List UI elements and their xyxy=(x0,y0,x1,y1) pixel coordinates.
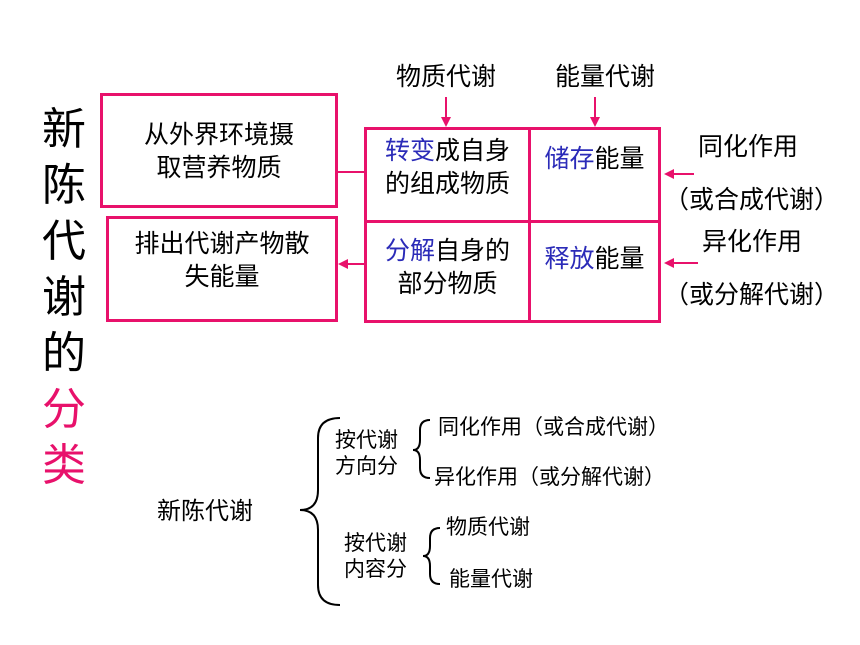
title-char: 类 xyxy=(42,440,86,491)
title-char: 代 xyxy=(42,216,86,267)
grid-vertical-divider xyxy=(528,127,531,323)
word-transform: 转变 xyxy=(384,136,435,165)
title-char: 陈 xyxy=(42,160,86,211)
word-release: 释放 xyxy=(544,244,595,273)
cell-transform-line2: 的组成物质 xyxy=(384,169,510,198)
brace-branch1 xyxy=(412,419,431,479)
branch1-label-line1: 按代谢 xyxy=(335,428,398,452)
cell-release-energy: 释放能量 xyxy=(531,242,658,275)
metabolism-grid xyxy=(364,127,661,323)
cell-transform-text: 成自身 xyxy=(435,136,511,165)
word-store: 储存 xyxy=(544,144,595,173)
title-char: 谢 xyxy=(42,272,86,323)
branch1-item2: 异化作用（或分解代谢） xyxy=(434,465,665,489)
branch1-label-line2: 方向分 xyxy=(335,454,398,478)
tree-root: 新陈代谢 xyxy=(157,497,253,525)
cell-transform: 转变成自身 的组成物质 xyxy=(367,134,528,200)
intake-line1: 从外界环境摄 xyxy=(143,120,294,149)
brace-branch2 xyxy=(422,527,441,585)
label-assimilation: 同化作用 xyxy=(698,132,799,161)
branch1-label: 按代谢 方向分 xyxy=(335,427,398,479)
intake-line2: 取营养物质 xyxy=(156,153,282,182)
cell-decompose: 分解自身的 部分物质 xyxy=(367,234,528,300)
title-char: 新 xyxy=(42,104,86,155)
vertical-title: 新 陈 代 谢 的 分 类 xyxy=(36,102,92,494)
label-dissimilation: 异化作用 xyxy=(702,227,803,256)
label-assimilation-alt: （或合成代谢） xyxy=(664,185,840,214)
output-line1: 排出代谢产物散 xyxy=(134,229,310,258)
output-line2: 失能量 xyxy=(184,262,260,291)
big-brace xyxy=(299,417,341,606)
branch2-label: 按代谢 内容分 xyxy=(344,530,407,582)
label-material-metabolism: 物质代谢 xyxy=(396,62,497,91)
output-box: 排出代谢产物散 失能量 xyxy=(106,216,338,322)
cell-decompose-line2: 部分物质 xyxy=(397,269,498,298)
label-dissimilation-alt: （或分解代谢） xyxy=(664,280,840,309)
intake-box: 从外界环境摄 取营养物质 xyxy=(100,93,338,208)
branch2-label-line1: 按代谢 xyxy=(344,531,407,555)
branch2-label-line2: 内容分 xyxy=(344,557,407,581)
cell-store-text: 能量 xyxy=(594,144,645,173)
branch2-item2: 能量代谢 xyxy=(449,567,533,591)
cell-release-text: 能量 xyxy=(594,244,645,273)
word-decompose: 分解 xyxy=(384,236,435,265)
grid-horizontal-divider xyxy=(364,220,661,223)
title-char: 的 xyxy=(42,328,86,379)
label-energy-metabolism: 能量代谢 xyxy=(555,62,656,91)
branch1-item1: 同化作用（或合成代谢） xyxy=(438,415,669,439)
cell-store-energy: 储存能量 xyxy=(531,142,658,175)
branch2-item1: 物质代谢 xyxy=(446,515,530,539)
cell-decompose-text: 自身的 xyxy=(435,236,511,265)
title-char: 分 xyxy=(42,384,86,435)
